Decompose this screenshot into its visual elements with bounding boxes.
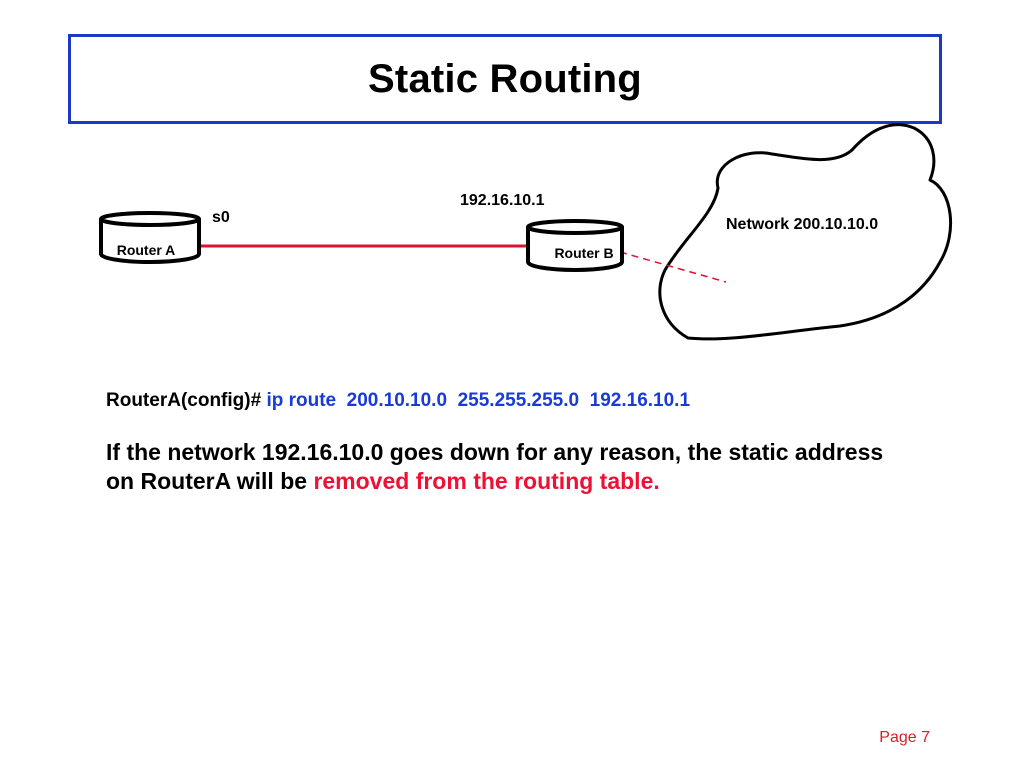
interface-label: s0 xyxy=(212,209,230,226)
network-link xyxy=(619,251,727,283)
network-label: Network 200.10.10.0 xyxy=(726,216,878,233)
slide-title: Static Routing xyxy=(368,56,642,101)
command-text: ip route 200.10.10.0 255.255.255.0 192.1… xyxy=(266,390,691,411)
note-highlight: removed from the routing table. xyxy=(313,468,660,494)
router-a-icon xyxy=(99,211,201,264)
router-a-label: Router A xyxy=(117,242,176,258)
note-text: If the network 192.16.10.0 goes down for… xyxy=(106,439,884,494)
network-cloud xyxy=(658,123,953,341)
command-line: RouterA(config)# ip route 200.10.10.0 25… xyxy=(106,390,690,412)
router-b-icon xyxy=(526,219,624,272)
router-b-ip-label: 192.16.10.1 xyxy=(460,192,545,209)
note-paragraph: If the network 192.16.10.0 goes down for… xyxy=(106,438,906,496)
router-b-label: Router B xyxy=(554,245,613,261)
page-number: Page 7 xyxy=(879,729,930,746)
title-box: Static Routing xyxy=(68,34,942,124)
command-prompt: RouterA(config)# xyxy=(106,390,262,411)
